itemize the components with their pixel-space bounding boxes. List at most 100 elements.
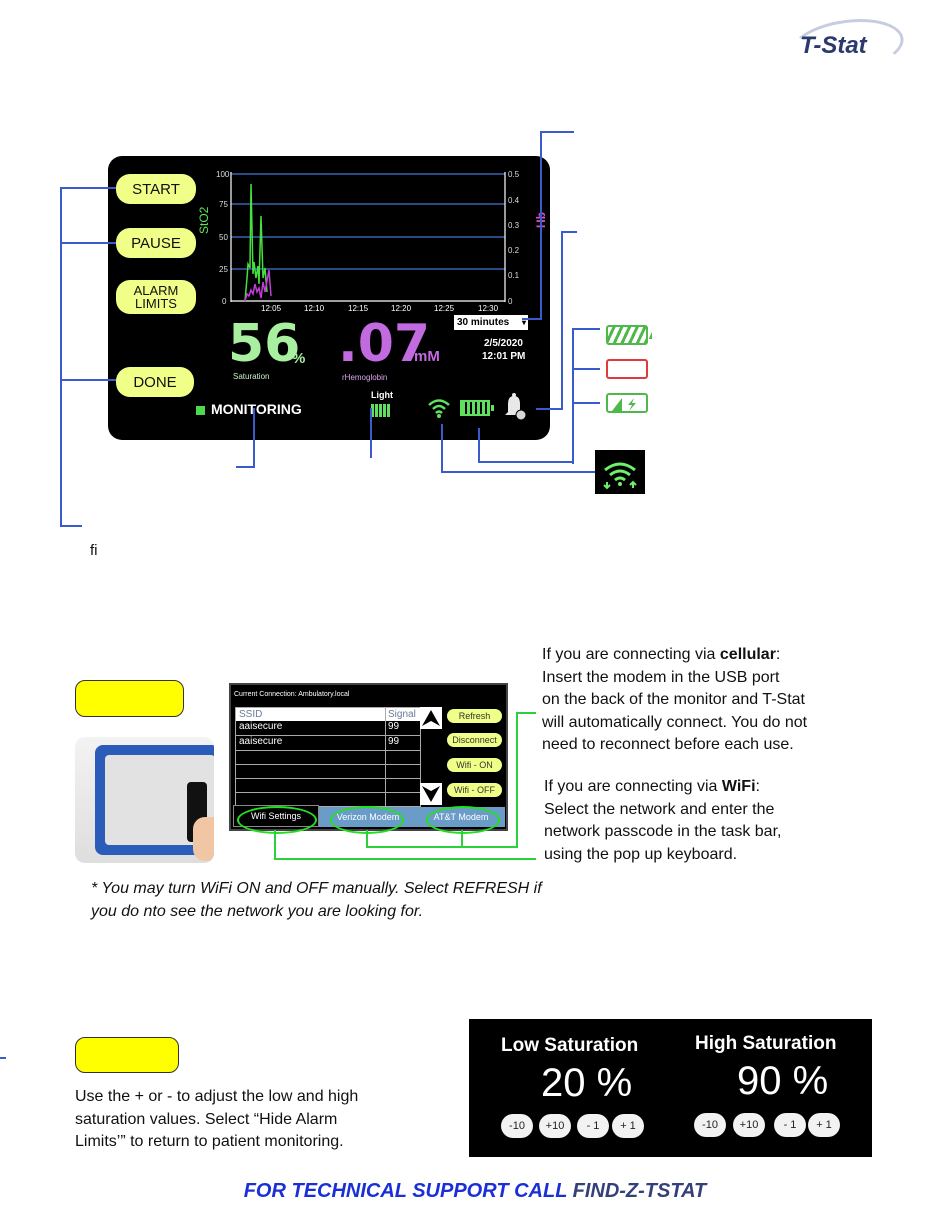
ssid-header: SSID <box>239 709 263 720</box>
tick-right-0.5: 0.5 <box>508 170 520 179</box>
connector-line <box>540 131 542 319</box>
alarm-limits-panel: Low Saturation 20 % High Saturation 90 %… <box>469 1019 872 1157</box>
monitoring-status-icon <box>196 406 205 415</box>
row-divider <box>236 778 420 779</box>
battery-icon <box>460 400 490 416</box>
connector-line <box>572 328 600 330</box>
column-divider <box>385 708 386 806</box>
scroll-up-button[interactable] <box>420 707 442 729</box>
hand <box>193 817 214 861</box>
connector-line <box>478 461 574 463</box>
light-label: Light <box>371 390 393 400</box>
wifi-line-4: using the pop up keyboard. <box>544 845 738 863</box>
high-saturation-label: High Saturation <box>695 1033 837 1054</box>
cellular-line-4: will automatically connect. You do not <box>542 713 808 731</box>
battery-charging-icon <box>606 393 652 413</box>
low-plus-1-button[interactable]: + 1 <box>612 1114 644 1138</box>
wifi-signal-icon <box>595 450 645 494</box>
connector-line <box>522 318 542 320</box>
connector-line <box>572 402 600 404</box>
high-plus-10-button[interactable]: +10 <box>733 1113 765 1137</box>
connector-line <box>366 846 518 848</box>
light-level-bars <box>371 404 391 417</box>
time-range-select[interactable]: 30 minutes ▾ <box>454 315 528 330</box>
alarm-limits-button[interactable]: ALARM LIMITS <box>116 280 196 314</box>
connector-line <box>516 712 518 848</box>
cellular-line-3: on the back of the monitor and T-Stat <box>542 691 805 709</box>
scroll-down-button[interactable] <box>420 783 442 805</box>
monitor-screen: START PAUSE ALARM LIMITS DONE 100 75 50 … <box>108 156 550 440</box>
battery-full-icon <box>606 325 652 345</box>
row-divider <box>236 764 420 765</box>
modem-photo <box>75 737 214 863</box>
alarm-section-label <box>75 1037 179 1073</box>
wifi-section-label <box>75 680 184 717</box>
connector-line <box>274 858 536 860</box>
table-row[interactable]: aaisecure 99 <box>236 736 420 751</box>
disconnect-button[interactable]: Disconnect <box>447 733 502 747</box>
row-divider <box>236 792 420 793</box>
done-button[interactable]: DONE <box>116 367 194 397</box>
connector-line <box>253 408 255 468</box>
alarm-instructions: Use the + or - to adjust the low and hig… <box>75 1086 358 1154</box>
wifi-on-button[interactable]: Wifi - ON <box>447 758 502 772</box>
wifi-off-button[interactable]: Wifi - OFF <box>447 783 502 797</box>
high-saturation-value: 90 % <box>737 1059 829 1103</box>
trend-chart <box>230 172 506 302</box>
connector-line <box>536 408 563 410</box>
alarm-line-2: saturation values. Select “Hide Alarm <box>75 1110 338 1128</box>
signal-header: Signal <box>388 709 416 720</box>
cellular-line-2: Insert the modem in the USB port <box>542 668 780 686</box>
tick-right-0.1: 0.1 <box>508 271 520 280</box>
alarm-line-1: Use the + or - to adjust the low and hig… <box>75 1088 359 1105</box>
saturation-label: Saturation <box>233 372 270 381</box>
low-minus-1-button[interactable]: - 1 <box>577 1114 609 1138</box>
tick-x-1220: 12:20 <box>391 304 412 313</box>
connector-line <box>60 525 82 527</box>
start-button[interactable]: START <box>116 174 196 204</box>
tick-right-0.4: 0.4 <box>508 196 520 205</box>
tick-left-0: 0 <box>222 297 227 306</box>
low-minus-10-button[interactable]: -10 <box>501 1114 533 1138</box>
connector-line <box>572 368 600 370</box>
connector-line <box>366 830 368 848</box>
connector-line <box>441 471 595 473</box>
wifi-note-line-1: * You may turn WiFi ON and OFF manually.… <box>91 880 542 897</box>
low-plus-10-button[interactable]: +10 <box>539 1114 571 1138</box>
current-connection: Current Connection: Ambulatory.local <box>234 691 350 698</box>
connector-line <box>461 830 463 848</box>
ssid-cell: aaisecure <box>239 721 283 732</box>
wifi-line-1: If you are connecting via WiFi: <box>544 778 760 795</box>
alarm-bell-icon[interactable] <box>500 392 530 422</box>
stray-glyph: ﬁ <box>90 542 98 559</box>
high-plus-1-button[interactable]: + 1 <box>808 1113 840 1137</box>
pause-button[interactable]: PAUSE <box>116 228 196 258</box>
tick-x-1210: 12:10 <box>304 304 325 313</box>
connector-line <box>561 231 577 233</box>
tick-x-1205: 12:05 <box>261 304 282 313</box>
time-range-value: 30 minutes <box>457 317 510 328</box>
cellular-line-1: If you are connecting via cellular: <box>542 646 781 663</box>
tick-right-0.2: 0.2 <box>508 246 520 255</box>
footer-text: FOR TECHNICAL SUPPORT CALL <box>243 1180 573 1202</box>
tick-left-50: 50 <box>219 233 228 242</box>
connector-line <box>370 408 372 458</box>
date-readout: 2/5/2020 <box>484 338 523 349</box>
wifi-line-3: network passcode in the task bar, <box>544 823 782 841</box>
cellular-instructions: If you are connecting via cellular: Inse… <box>542 644 807 757</box>
refresh-button[interactable]: Refresh <box>447 709 502 723</box>
low-saturation-value: 20 % <box>541 1061 633 1105</box>
high-minus-1-button[interactable]: - 1 <box>774 1113 806 1137</box>
alarm-line-3: Limits’” to return to patient monitoring… <box>75 1133 344 1151</box>
table-row[interactable]: aaisecure 99 <box>236 721 420 736</box>
connector-line <box>236 466 255 468</box>
ylabel-sto2: StO2 <box>197 206 211 234</box>
low-saturation-label: Low Saturation <box>501 1035 639 1056</box>
connector-line <box>441 424 443 472</box>
connector-line <box>274 830 276 860</box>
tick-right-0: 0 <box>508 297 513 306</box>
hemoglobin-unit: mM <box>414 348 440 365</box>
wifi-icon[interactable] <box>426 396 452 420</box>
connector-line <box>60 242 116 244</box>
high-minus-10-button[interactable]: -10 <box>694 1113 726 1137</box>
